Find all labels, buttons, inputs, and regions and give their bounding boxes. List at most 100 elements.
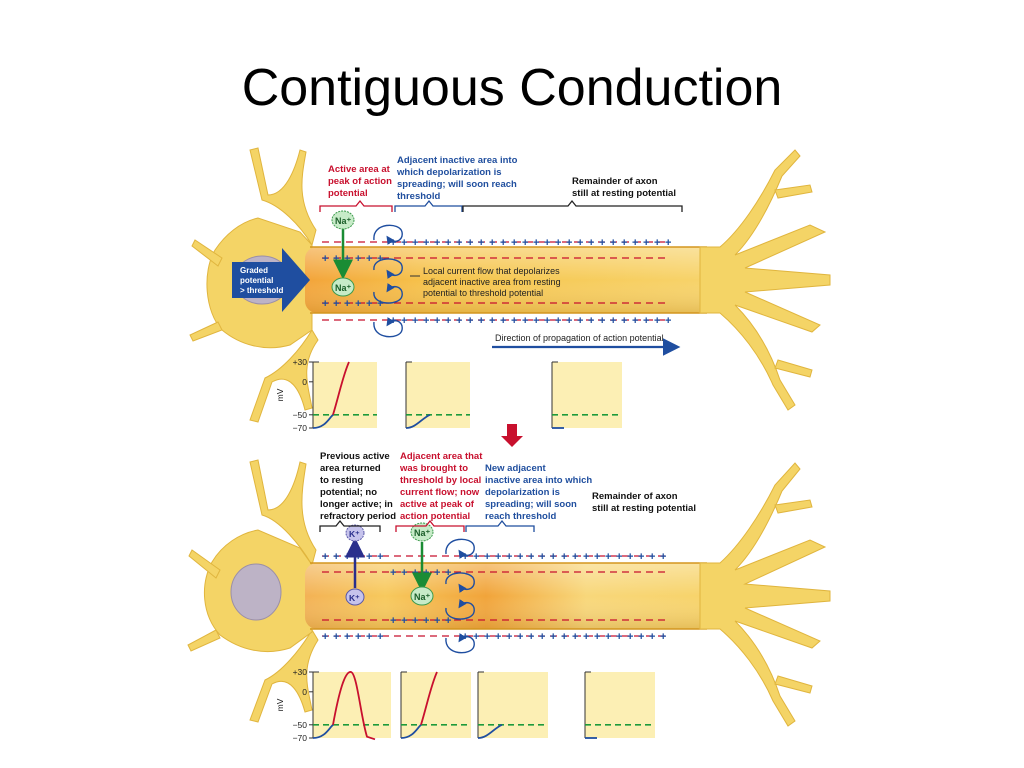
positive-charge: + — [665, 315, 671, 327]
positive-charge: + — [423, 237, 429, 249]
positive-charge: + — [583, 631, 589, 643]
positive-charge: + — [594, 551, 600, 563]
positive-charge: + — [377, 551, 383, 563]
positive-charge: + — [344, 253, 350, 265]
positive-charge: + — [423, 615, 429, 627]
positive-charge: + — [434, 315, 440, 327]
positive-charge: + — [333, 298, 339, 310]
bottom-neuron: ++++++++++++++++++++++++++++++++++++++++… — [187, 451, 831, 727]
positive-charge: + — [467, 315, 473, 327]
positive-charge: + — [500, 237, 506, 249]
current-loop-icon — [373, 258, 403, 279]
direction-label: Direction of propagation of action poten… — [495, 333, 664, 343]
bottom-axon-terminal — [699, 462, 831, 727]
graph-panel — [478, 672, 548, 738]
positive-charge: + — [377, 631, 383, 643]
graph-panel — [401, 672, 471, 738]
positive-charge: + — [550, 551, 556, 563]
potential-trace — [312, 724, 334, 739]
positive-charge: + — [344, 631, 350, 643]
positive-charge: + — [390, 567, 396, 579]
y-axis-label: mV — [275, 698, 285, 711]
positive-charge: + — [390, 237, 396, 249]
na-label-inside: Na⁺ — [335, 283, 352, 293]
positive-charge: + — [489, 237, 495, 249]
positive-charge: + — [616, 551, 622, 563]
label-new-4: spreading; will soon — [485, 499, 577, 510]
potential-trace — [312, 414, 334, 429]
label-previous-2: area returned — [320, 463, 381, 474]
label-previous-5: longer active; in — [320, 499, 393, 510]
positive-charge: + — [528, 551, 534, 563]
positive-charge: + — [456, 315, 462, 327]
positive-charge: + — [423, 315, 429, 327]
positive-charge: + — [561, 551, 567, 563]
positive-charge: + — [484, 551, 490, 563]
na-label-outside: Na⁺ — [414, 528, 431, 538]
positive-charge: + — [566, 315, 572, 327]
positive-charge: + — [412, 615, 418, 627]
positive-charge: + — [322, 631, 328, 643]
positive-charge: + — [366, 253, 372, 265]
label-new-1: New adjacent — [485, 463, 547, 474]
label-previous-1: Previous active — [320, 451, 390, 462]
positive-charge: + — [522, 315, 528, 327]
graded-label-1: Graded — [240, 266, 268, 275]
na-ion-icon — [410, 522, 434, 542]
local-current-line-3: potential to threshold potential — [423, 288, 543, 298]
positive-charge: + — [322, 253, 328, 265]
label-new-2: inactive area into which — [485, 475, 592, 486]
current-loop-icon — [373, 224, 403, 245]
positive-charge: + — [366, 298, 372, 310]
positive-charge: + — [643, 237, 649, 249]
arrow-icon — [501, 424, 523, 447]
positive-charge: + — [495, 551, 501, 563]
positive-charge: + — [473, 631, 479, 643]
positive-charge: + — [566, 237, 572, 249]
positive-charge: + — [322, 551, 328, 563]
positive-charge: + — [616, 631, 622, 643]
positive-charge: + — [511, 315, 517, 327]
k-label-inside: K⁺ — [349, 593, 360, 603]
na-label-outside: Na⁺ — [335, 216, 352, 226]
current-loop-icon — [445, 572, 475, 593]
label-new-3: depolarization is — [485, 487, 560, 498]
positive-charge: + — [638, 551, 644, 563]
label-remainder-2: still at resting potential — [592, 503, 696, 514]
positive-charge: + — [333, 631, 339, 643]
positive-charge: + — [506, 551, 512, 563]
positive-charge: + — [533, 237, 539, 249]
positive-charge: + — [539, 631, 545, 643]
positive-charge: + — [572, 551, 578, 563]
positive-charge: + — [599, 237, 605, 249]
potential-trace — [405, 413, 431, 429]
na-ion-icon — [331, 210, 355, 230]
graded-potential-arrow — [232, 248, 310, 312]
positive-charge: + — [588, 237, 594, 249]
positive-charge: + — [377, 298, 383, 310]
positive-charge: + — [643, 315, 649, 327]
graph-panel — [313, 672, 391, 738]
positive-charge: + — [544, 237, 550, 249]
action-potential-trace — [332, 671, 376, 741]
label-brought-2: was brought to — [399, 463, 468, 474]
label-remainder-1: Remainder of axon — [572, 176, 658, 187]
y-tick-label: −50 — [293, 720, 308, 730]
positive-charge: + — [517, 631, 523, 643]
positive-charge: + — [654, 237, 660, 249]
bottom-current-loops — [445, 538, 475, 654]
positive-charge: + — [522, 237, 528, 249]
current-loop-icon — [445, 538, 475, 559]
positive-charge: + — [456, 237, 462, 249]
positive-charge: + — [366, 631, 372, 643]
y-tick-label: −50 — [293, 410, 308, 420]
positive-charge: + — [355, 253, 361, 265]
action-potential-trace — [420, 671, 438, 726]
positive-charge: + — [495, 631, 501, 643]
label-brought-5: active at peak of — [400, 499, 475, 510]
positive-charge: + — [445, 237, 451, 249]
positive-charge: + — [322, 298, 328, 310]
positive-charge: + — [401, 615, 407, 627]
k-label-outside: K⁺ — [349, 529, 360, 539]
k-ion-icon — [345, 588, 365, 606]
